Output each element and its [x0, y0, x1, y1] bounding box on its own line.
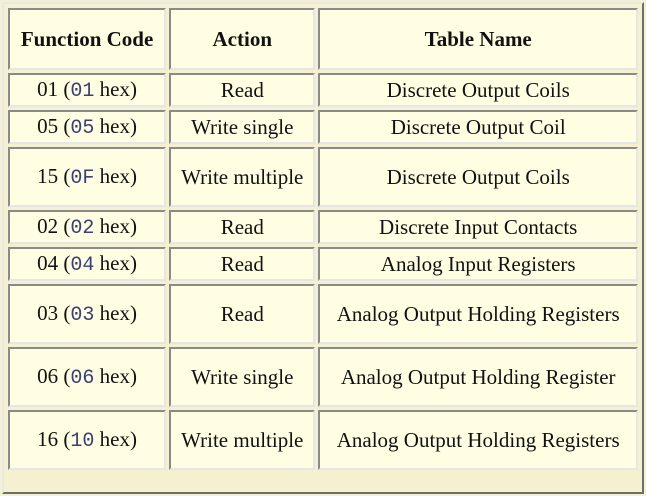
hex-suffix: hex): [99, 364, 137, 388]
hex-code: 0F: [70, 167, 95, 190]
hex-suffix: hex): [99, 427, 137, 451]
hex-code: 03: [70, 304, 95, 327]
decimal-code: 05: [37, 114, 59, 138]
header-function-code: Function Code: [8, 8, 167, 70]
hex-suffix: hex): [99, 214, 137, 238]
header-row: Function Code Action Table Name: [8, 8, 638, 70]
function-code-cell: 06 (06 hex): [8, 347, 167, 407]
table-row: 16 (10 hex) Write multiple Analog Output…: [8, 410, 638, 470]
hex-suffix: hex): [99, 251, 137, 275]
hex-code: 06: [70, 367, 95, 390]
function-code-cell: 03 (03 hex): [8, 284, 167, 344]
function-code-cell: 05 (05 hex): [8, 110, 167, 144]
hex-code: 10: [70, 430, 95, 453]
decimal-code: 04: [37, 251, 59, 275]
action-cell: Write multiple: [169, 147, 316, 207]
decimal-code: 01: [37, 77, 59, 101]
hex-suffix: hex): [99, 114, 137, 138]
hex-suffix: hex): [99, 164, 137, 188]
table-name-cell: Analog Output Holding Registers: [318, 284, 638, 344]
decimal-code: 02: [37, 214, 59, 238]
table-row: 01 (01 hex) Read Discrete Output Coils: [8, 73, 638, 107]
header-table-name: Table Name: [318, 8, 638, 70]
function-code-cell: 04 (04 hex): [8, 247, 167, 281]
decimal-code: 06: [37, 364, 59, 388]
table-name-cell: Analog Output Holding Registers: [318, 410, 638, 470]
action-cell: Write multiple: [169, 410, 316, 470]
decimal-code: 16: [37, 427, 59, 451]
table-row: 03 (03 hex) Read Analog Output Holding R…: [8, 284, 638, 344]
function-code-cell: 02 (02 hex): [8, 210, 167, 244]
hex-code: 05: [70, 117, 95, 140]
decimal-code: 03: [37, 301, 59, 325]
table-row: 02 (02 hex) Read Discrete Input Contacts: [8, 210, 638, 244]
table-row: 06 (06 hex) Write single Analog Output H…: [8, 347, 638, 407]
table-row: 15 (0F hex) Write multiple Discrete Outp…: [8, 147, 638, 207]
table-name-cell: Discrete Output Coil: [318, 110, 638, 144]
table-name-cell: Discrete Input Contacts: [318, 210, 638, 244]
table-name-cell: Analog Input Registers: [318, 247, 638, 281]
header-action: Action: [169, 8, 316, 70]
action-cell: Read: [169, 247, 316, 281]
function-code-cell: 16 (10 hex): [8, 410, 167, 470]
table-name-cell: Discrete Output Coils: [318, 147, 638, 207]
action-cell: Read: [169, 284, 316, 344]
hex-suffix: hex): [99, 301, 137, 325]
decimal-code: 15: [37, 164, 59, 188]
action-cell: Read: [169, 210, 316, 244]
table-row: 05 (05 hex) Write single Discrete Output…: [8, 110, 638, 144]
hex-code: 02: [70, 217, 95, 240]
function-code-cell: 15 (0F hex): [8, 147, 167, 207]
action-cell: Write single: [169, 347, 316, 407]
hex-suffix: hex): [99, 77, 137, 101]
action-cell: Read: [169, 73, 316, 107]
hex-code: 01: [70, 80, 95, 103]
table-row: 04 (04 hex) Read Analog Input Registers: [8, 247, 638, 281]
hex-code: 04: [70, 254, 95, 277]
table-name-cell: Analog Output Holding Register: [318, 347, 638, 407]
table-name-cell: Discrete Output Coils: [318, 73, 638, 107]
function-code-cell: 01 (01 hex): [8, 73, 167, 107]
action-cell: Write single: [169, 110, 316, 144]
function-code-table: Function Code Action Table Name 01 (01 h…: [5, 5, 641, 473]
